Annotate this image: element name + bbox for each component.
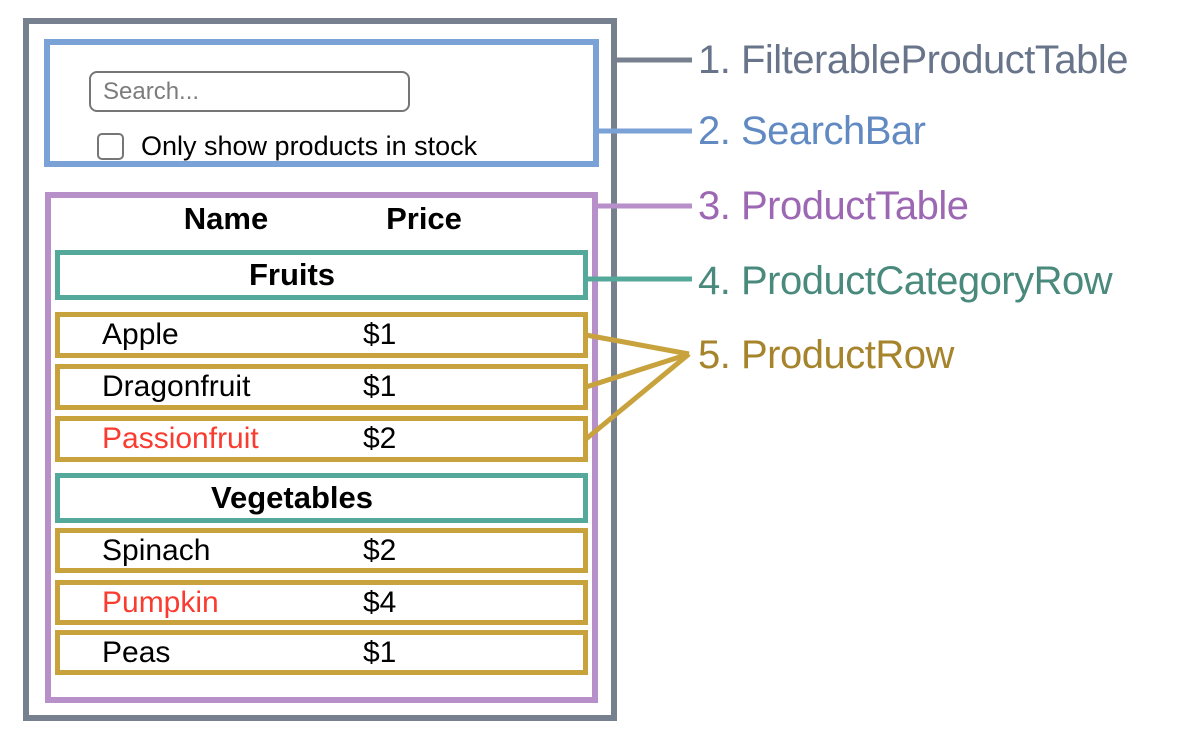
- product-price: $1: [363, 318, 397, 351]
- product-row-passionfruit: Passionfruit $2: [55, 416, 588, 462]
- product-name: Apple: [102, 318, 179, 351]
- column-header-name: Name: [183, 201, 269, 236]
- annotation-product-table: 3. ProductTable: [698, 183, 969, 228]
- annotation-search-bar: 2. SearchBar: [698, 108, 926, 153]
- product-row-peas: Peas $1: [55, 630, 588, 675]
- search-bar-box: [44, 39, 599, 167]
- category-label: Fruits: [248, 257, 336, 292]
- category-label: Vegetables: [211, 480, 373, 515]
- product-name: Spinach: [102, 533, 211, 567]
- product-name-out-of-stock: Pumpkin: [102, 585, 219, 619]
- column-header-price: Price: [386, 201, 462, 236]
- product-row-apple: Apple $1: [55, 312, 588, 358]
- product-row-pumpkin: Pumpkin $4: [55, 580, 588, 625]
- category-row-vegetables: Vegetables: [55, 473, 588, 523]
- product-name: Peas: [102, 635, 171, 669]
- product-table-box: [45, 192, 598, 703]
- in-stock-checkbox[interactable]: [97, 133, 124, 160]
- product-name-out-of-stock: Passionfruit: [102, 422, 259, 455]
- product-row-spinach: Spinach $2: [55, 528, 588, 573]
- in-stock-checkbox-label: Only show products in stock: [141, 131, 478, 161]
- product-price: $1: [363, 370, 397, 403]
- product-row-dragonfruit: Dragonfruit $1: [55, 364, 588, 410]
- product-name: Dragonfruit: [102, 370, 251, 403]
- annotation-product-row: 5. ProductRow: [698, 332, 954, 377]
- annotation-filterable-product-table: 1. FilterableProductTable: [698, 37, 1128, 82]
- product-price: $1: [363, 635, 397, 669]
- product-price: $2: [363, 422, 397, 455]
- product-price: $2: [363, 533, 397, 567]
- product-price: $4: [363, 585, 397, 619]
- category-row-fruits: Fruits: [55, 250, 588, 300]
- search-input[interactable]: [89, 71, 410, 112]
- annotation-product-category-row: 4. ProductCategoryRow: [698, 258, 1113, 303]
